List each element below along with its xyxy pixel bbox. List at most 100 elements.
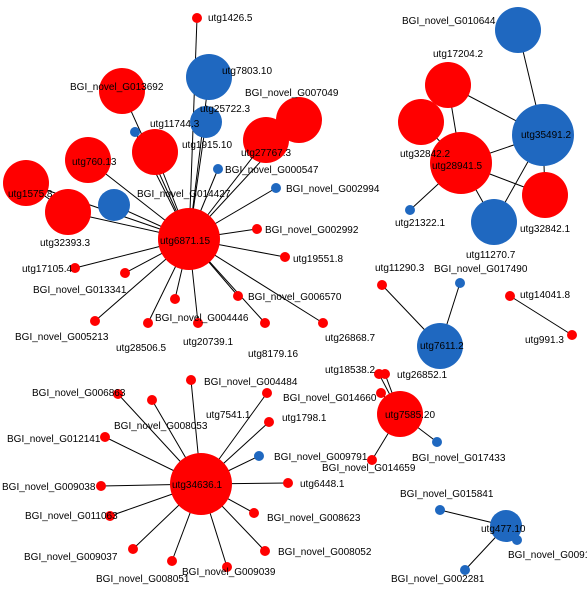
node-label: utg25722.3: [200, 104, 250, 115]
node-label: BGI_novel_G008052: [278, 547, 372, 558]
node-label: utg8179.16: [248, 349, 298, 360]
node-BGI_novel_G012141: [100, 432, 110, 442]
node-BGI_novel_G006863: [113, 389, 123, 399]
node-label: utg7585.20: [385, 410, 435, 421]
node-utg760.13: [65, 137, 111, 183]
node-label: BGI_novel_G006570: [248, 292, 342, 303]
node-label: BGI_novel_G008051: [96, 574, 190, 585]
node-label: utg11744.3: [150, 119, 200, 130]
node-BGI_novel_G005213: [90, 316, 100, 326]
node-label: BGI_novel_G013341: [33, 285, 127, 296]
node-utg7611.2: [417, 323, 463, 369]
node-label: utg28506.5: [116, 343, 166, 354]
node-label: BGI_novel_G007049: [245, 88, 339, 99]
node-utg32393.3: [45, 189, 91, 235]
node-utg28941.5: [430, 132, 492, 194]
node-label: BGI_novel_G009039: [182, 567, 276, 578]
node-label: utg760.13: [72, 157, 117, 168]
node-label: BGI_novel_G000547: [225, 165, 319, 176]
node-label: utg28941.5: [432, 161, 482, 172]
node-utg1575.8: [3, 160, 49, 206]
node-label: BGI_novel_G002281: [391, 574, 485, 585]
node-label: utg7803.10: [222, 66, 272, 77]
node-utg19551.8: [280, 252, 290, 262]
node-BGI_novel_G009186: [512, 535, 522, 545]
node-utg7803.10: [186, 54, 232, 100]
node-label: utg6448.1: [300, 479, 345, 490]
node-label: BGI_novel_G010644: [402, 16, 496, 27]
node-utg1915.10: [132, 129, 178, 175]
node-utg11290.3: [377, 280, 387, 290]
node-label: BGI_novel_G017490: [434, 264, 528, 275]
node-BGI_novel_G008623: [249, 508, 259, 518]
node-label: utg32842.1: [520, 224, 570, 235]
node-label: utg1575.8: [8, 189, 53, 200]
node-label: BGI_novel_G009791: [274, 452, 368, 463]
node-label: utg18538.2: [325, 365, 375, 376]
node-utg26868.7: [318, 318, 328, 328]
node-label: utg1915.10: [182, 140, 232, 151]
node-utg17204.2: [425, 62, 471, 108]
node-label: BGI_novel_G009186: [508, 550, 587, 561]
node-utg11744.3: [130, 127, 140, 137]
node-BGI_novel_G014660: [376, 388, 386, 398]
node-label: BGI_novel_G011063: [25, 511, 118, 522]
node-label: BGI_novel_G014659: [322, 463, 416, 474]
node-label: utg7541.1: [206, 410, 251, 421]
node-label: BGI_novel_G014660: [283, 393, 377, 404]
node-label: utg26852.1: [397, 370, 447, 381]
node-BGI_novel_G002992: [252, 224, 262, 234]
node-label: BGI_novel_G015841: [400, 489, 494, 500]
node-utg11270.7: [471, 199, 517, 245]
node-BGI_novel_G014427: [98, 189, 130, 221]
node-utg21322.1: [405, 205, 415, 215]
node-label: BGI_novel_G008053: [114, 421, 208, 432]
node-label: utg17204.2: [433, 49, 483, 60]
node-label: BGI_novel_G002994: [286, 184, 380, 195]
node-utg26852.1: [380, 369, 390, 379]
node-BGI_novel_G010644: [495, 7, 541, 53]
node-utg7541.1: [262, 388, 272, 398]
node-layer: [3, 7, 577, 575]
node-label: utg1798.1: [282, 413, 327, 424]
node-label: utg11270.7: [466, 250, 516, 261]
node-label: BGI_novel_G004446: [155, 313, 249, 324]
node-label: utg14041.8: [520, 290, 570, 301]
node-utg991.3: [567, 330, 577, 340]
node-utg7585.20: [377, 391, 423, 437]
node-BGI_novel_G013692: [99, 68, 145, 114]
node-label: utg6871.15: [160, 236, 210, 247]
node-label: BGI_novel_G017433: [412, 453, 506, 464]
node-label: utg1426.5: [208, 13, 253, 24]
node-BGI_novel_G013341: [120, 268, 130, 278]
edge-utg14041.8-utg991.3: [509, 295, 573, 336]
node-BGI_novel_G008051: [167, 556, 177, 566]
node-label: utg7611.2: [420, 341, 464, 352]
node-label: utg32842.2: [400, 149, 450, 160]
node-BGI_novel_G017433: [432, 437, 442, 447]
node-label: BGI_novel_G006863: [32, 388, 126, 399]
node-BGI_novel_G007049: [276, 97, 322, 143]
node-label: utg19551.8: [293, 254, 343, 265]
node-label: utg26868.7: [325, 333, 375, 344]
node-label: BGI_novel_G009037: [24, 552, 118, 563]
node-utg14041.8: [505, 291, 515, 301]
node-utg477.10: [490, 510, 522, 542]
node-BGI_novel_G011063: [105, 511, 115, 521]
node-BGI_novel_G009038: [96, 481, 106, 491]
node-label: utg35491.2: [521, 130, 571, 141]
node-label: utg32393.3: [40, 238, 90, 249]
node-utg6871.15: [158, 208, 220, 270]
node-utg27767.3: [243, 117, 289, 163]
node-utg32842.2: [398, 99, 444, 145]
node-label: utg27767.3: [241, 148, 291, 159]
node-utg35491.2: [512, 104, 574, 166]
node-label: utg11290.3: [375, 263, 425, 274]
node-BGI_novel_G008053: [147, 395, 157, 405]
node-utg20739.1: [193, 318, 203, 328]
node-BGI_novel_G006570: [233, 291, 243, 301]
node-BGI_novel_G009039: [222, 562, 232, 572]
node-utg8179.16: [260, 318, 270, 328]
node-utg1426.5: [192, 13, 202, 23]
